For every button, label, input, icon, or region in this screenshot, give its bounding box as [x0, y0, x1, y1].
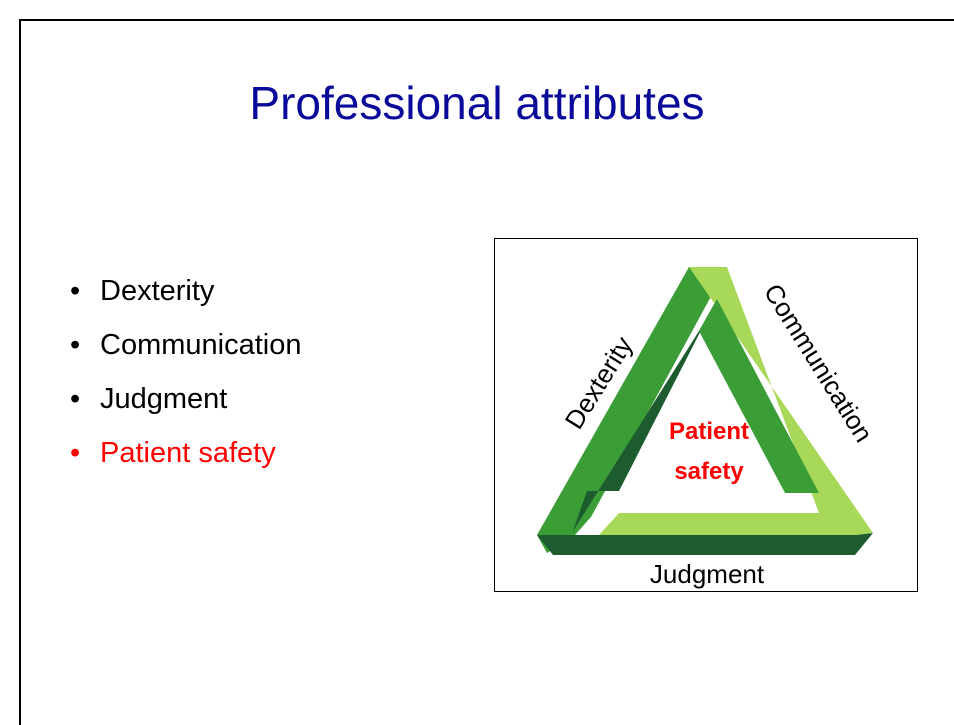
bullet-list: • Dexterity • Communication • Judgment •…	[70, 268, 301, 484]
triangle-inner-cavity	[619, 351, 785, 501]
slide-title: Professional attributes	[249, 77, 705, 129]
triangle-left-bar	[537, 267, 727, 553]
bullet-item-communication: • Communication	[70, 322, 301, 376]
bullet-text: Dexterity	[100, 275, 215, 307]
penrose-triangle-diagram: Dexterity Communication Judgment Patient…	[494, 238, 918, 592]
bullet-dot-icon: •	[70, 329, 81, 361]
label-center-line2: safety	[674, 458, 744, 485]
slide-frame	[19, 19, 954, 725]
bullet-item-dexterity: • Dexterity	[70, 268, 301, 322]
bullet-text: Judgment	[100, 383, 228, 415]
bullet-text: Communication	[100, 329, 302, 361]
triangle-inner-right-face	[699, 299, 819, 493]
triangle-bottom-bar	[537, 533, 873, 555]
penrose-triangle-svg: Dexterity Communication Judgment Patient…	[537, 267, 879, 589]
label-judgment: Judgment	[650, 559, 765, 589]
bullet-item-patient-safety: • Patient safety	[70, 430, 301, 484]
bullet-text: Patient safety	[100, 437, 276, 469]
bullet-dot-icon: •	[70, 437, 81, 469]
bullet-item-judgment: • Judgment	[70, 376, 301, 430]
triangle-inner-dark-face	[573, 299, 717, 531]
bullet-dot-icon: •	[70, 275, 81, 307]
label-center-line1: Patient	[669, 418, 749, 445]
bullet-dot-icon: •	[70, 383, 81, 415]
